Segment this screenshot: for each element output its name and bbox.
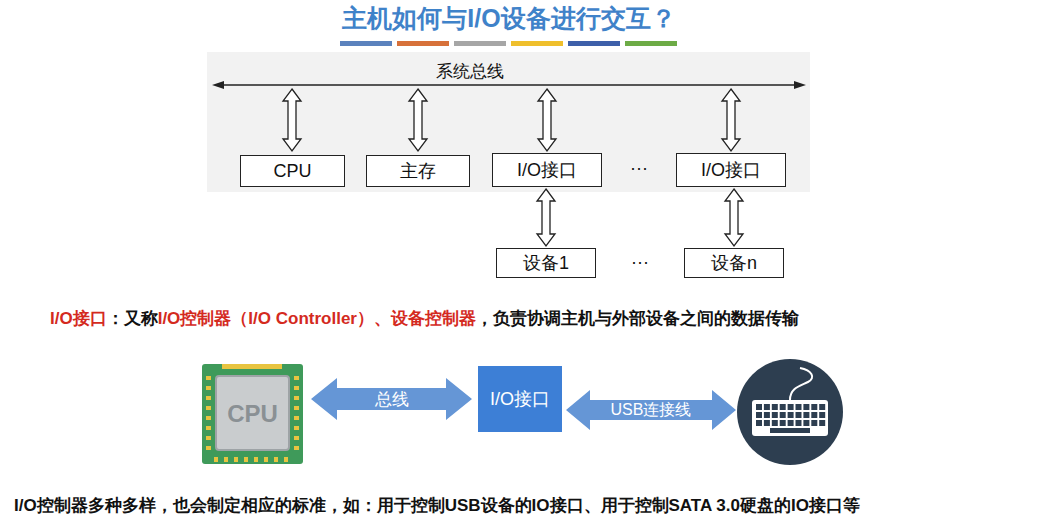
device-box: 设备n: [684, 248, 784, 278]
key: [756, 412, 762, 418]
chip-pad: [206, 426, 211, 430]
memory-box: 主存: [366, 155, 470, 187]
chip-pad: [294, 406, 299, 410]
chip-pad: [294, 446, 299, 450]
device-box: 设备1: [496, 248, 596, 278]
cpu-chip: CPU: [200, 362, 305, 466]
node-text: 设备n: [711, 251, 757, 275]
hollow-arrow: [537, 189, 555, 246]
node-text: I/O接口: [517, 158, 577, 182]
hollow-arrow: [725, 189, 743, 246]
key: [796, 420, 802, 426]
chip-pad: [206, 396, 211, 400]
chip-pad: [206, 386, 211, 390]
chip-pad: [244, 457, 248, 462]
chip-pad: [294, 436, 299, 440]
chip-pad: [206, 406, 211, 410]
key: [772, 404, 778, 410]
edge-label: 总线: [375, 388, 409, 411]
label: ，负责协调主机与外部设备之间的数据传输: [476, 309, 799, 328]
chip-pad: [284, 457, 288, 462]
label: 系统总线: [436, 60, 504, 83]
label: ···: [631, 252, 649, 273]
key: [811, 412, 817, 418]
chip-pad: [294, 376, 299, 380]
chip-pad: [294, 416, 299, 420]
label: USB连接线: [611, 400, 692, 421]
chip-pad: [206, 376, 211, 380]
node-text: CPU: [273, 161, 311, 182]
interface-block: I/O接口: [478, 366, 562, 432]
node-text: CPU: [227, 400, 278, 428]
label: I/O接口: [50, 309, 107, 328]
key: [764, 404, 770, 410]
chip-pad: [214, 457, 218, 462]
label: ···: [630, 158, 648, 179]
key: [803, 404, 809, 410]
chip-pad: [206, 446, 211, 450]
bus-arrow: [538, 89, 556, 151]
key: [811, 420, 817, 426]
key: [770, 428, 810, 433]
chip-pad: [294, 426, 299, 430]
chip-pad: [294, 396, 299, 400]
key: [764, 412, 770, 418]
key: [756, 404, 762, 410]
label: I/O控制器多种多样，也会制定相应的标准，如：用于控制USB设备的IO接口、用于…: [14, 494, 860, 517]
key: [788, 404, 794, 410]
key: [803, 412, 809, 418]
key: [819, 404, 825, 410]
chip-die: [216, 376, 289, 450]
bus-arrow: [409, 89, 427, 151]
key: [819, 420, 825, 426]
title: 主机如何与I/O设备进行交互？: [342, 2, 675, 35]
key: [788, 420, 794, 426]
chip-pad: [274, 457, 278, 462]
key: [780, 404, 786, 410]
process-box: CPU: [240, 155, 345, 187]
key: [788, 412, 794, 418]
key: [811, 404, 817, 410]
node-text: I/O接口: [490, 388, 550, 411]
panel-ground: [207, 52, 810, 192]
interface-box: I/O接口: [492, 153, 602, 187]
key: [756, 420, 762, 426]
system-bus-line: [212, 81, 806, 89]
key: [796, 412, 802, 418]
label: I/O控制器（I/O Controller）、设备控制器: [158, 309, 476, 328]
chip-pad: [206, 416, 211, 420]
usb-arrow: [566, 390, 736, 430]
chip-pad: [254, 457, 258, 462]
key: [772, 420, 778, 426]
label: ：又称: [107, 309, 158, 328]
chip-pad: [206, 436, 211, 440]
chip-pad: [294, 386, 299, 390]
keyboard-icon: [737, 359, 843, 465]
interface-box: I/O接口: [676, 153, 786, 187]
key: [764, 420, 770, 426]
key: [796, 404, 802, 410]
node-text: I/O接口: [701, 158, 761, 182]
bus-arrow: [722, 89, 740, 151]
bus-arrow: [283, 89, 301, 151]
bus-arrow: [311, 378, 472, 420]
key: [772, 412, 778, 418]
chip-pad: [234, 457, 238, 462]
key: [780, 420, 786, 426]
chip-pad: [264, 457, 268, 462]
chip-pad: [224, 457, 228, 462]
node-text: 主存: [400, 159, 436, 183]
node-text: 设备1: [523, 251, 569, 275]
title-bars: [340, 41, 677, 46]
bus-arrows: [283, 89, 740, 151]
key: [780, 412, 786, 418]
definition-line: I/O接口：又称I/O控制器（I/O Controller）、设备控制器，负责协…: [50, 307, 799, 330]
chip-board: [202, 364, 303, 464]
key: [819, 412, 825, 418]
key: [803, 420, 809, 426]
chip-pins: [222, 364, 282, 369]
